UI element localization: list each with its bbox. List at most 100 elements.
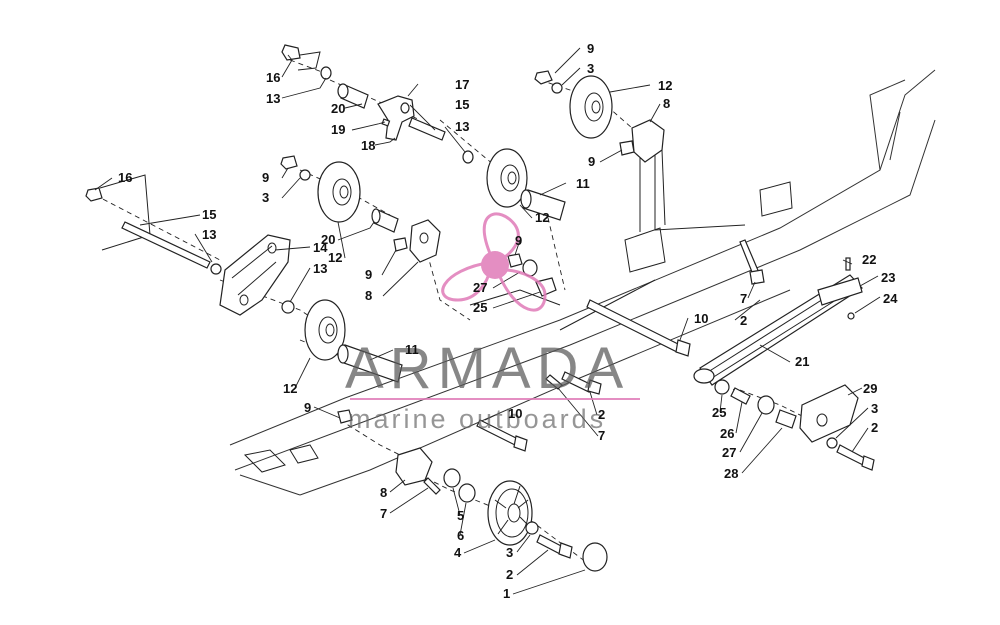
watermark-tagline: marine outboards — [348, 404, 606, 434]
long-bolt-10-upper — [586, 299, 691, 357]
spacer-28 — [775, 409, 797, 429]
callout-2: 2 — [871, 420, 878, 435]
nut-9-lower — [337, 409, 353, 424]
callout-8: 8 — [365, 288, 372, 303]
callout-3: 3 — [506, 545, 513, 560]
callout-19: 19 — [331, 122, 345, 137]
callout-5: 5 — [457, 508, 464, 523]
spacer-20-mid — [371, 208, 399, 233]
pin-19 — [381, 118, 391, 127]
suspension-rail-frame — [229, 69, 936, 496]
leader-lines — [94, 47, 881, 595]
callout-16: 16 — [266, 70, 280, 85]
callout-28: 28 — [724, 466, 738, 481]
center-upper-idler-wheel — [486, 148, 566, 221]
bolt-2-right — [836, 444, 875, 471]
callout-7: 7 — [380, 506, 387, 521]
wheel-12-lower — [304, 299, 346, 361]
armada-watermark: ARMADA marine outboards — [345, 212, 640, 434]
callout-2: 2 — [598, 407, 605, 422]
wheel-12-center — [486, 148, 528, 208]
bracket-8-lower — [395, 447, 433, 486]
callout-7: 7 — [598, 428, 605, 443]
plate-23 — [817, 277, 863, 306]
washer-3-right — [826, 437, 838, 449]
washer-3-midleft — [299, 169, 311, 181]
nut-9-bracket — [619, 140, 635, 156]
nut-24 — [847, 312, 855, 320]
callout-25: 25 — [473, 300, 487, 315]
propeller-logo-icon — [441, 212, 547, 312]
callout-23: 23 — [881, 270, 895, 285]
callout-9: 9 — [588, 154, 595, 169]
callout-9: 9 — [515, 233, 522, 248]
bearing-6 — [458, 483, 476, 503]
callout-24: 24 — [883, 291, 898, 306]
callout-15: 15 — [455, 97, 469, 112]
wheel-12-upper — [569, 75, 613, 139]
bushing-25-center — [535, 277, 557, 297]
bolt-7-upper — [739, 239, 765, 285]
upper-idler-shaft-assembly — [281, 44, 474, 164]
pivot-arm-14 — [219, 234, 291, 316]
callout-25: 25 — [712, 405, 726, 420]
pin-26 — [730, 387, 751, 405]
callout-6: 6 — [457, 528, 464, 543]
callout-10: 10 — [694, 311, 708, 326]
mid-left-idler-wheel — [280, 155, 441, 263]
callout-17: 17 — [455, 77, 469, 92]
long-bolt-10-lower — [476, 419, 528, 452]
callout-13: 13 — [455, 119, 469, 134]
spacer-11-lower — [337, 344, 403, 383]
pivot-shaft-15-top — [408, 117, 446, 141]
callout-29: 29 — [863, 381, 877, 396]
callout-27: 27 — [473, 280, 487, 295]
washer-13-arm — [281, 300, 295, 314]
callout-9: 9 — [587, 41, 594, 56]
callout-12: 12 — [535, 210, 549, 225]
callout-12: 12 — [658, 78, 672, 93]
callout-20: 20 — [321, 232, 335, 247]
nut-9-midleft — [280, 155, 298, 170]
callout-20: 20 — [331, 101, 345, 116]
center-hardware — [476, 239, 765, 452]
callout-9: 9 — [365, 267, 372, 282]
bolt-2-center — [561, 371, 602, 395]
bracket-8-mid — [409, 219, 441, 263]
wheel-12-midleft — [317, 161, 361, 223]
spacer-11-center — [520, 189, 566, 221]
callout-2: 2 — [506, 567, 513, 582]
bracket-8-upper — [631, 119, 665, 163]
callout-16: 16 — [118, 170, 132, 185]
callout-1: 1 — [503, 586, 510, 601]
callout-9: 9 — [262, 170, 269, 185]
callout-26: 26 — [720, 426, 734, 441]
shaft-15-left — [121, 221, 211, 269]
callout-8: 8 — [663, 96, 670, 111]
washer-13-top — [320, 66, 332, 80]
callout-18: 18 — [361, 138, 375, 153]
idler-arm-17 — [377, 95, 415, 141]
callout-2: 2 — [740, 313, 747, 328]
watermark-brand: ARMADA — [345, 336, 629, 401]
rear-wheel-4 — [487, 480, 533, 546]
callout-7: 7 — [740, 291, 747, 306]
callout-13: 13 — [313, 261, 327, 276]
screw-22 — [845, 257, 851, 271]
spacer-20-top — [337, 83, 369, 109]
cap-1 — [582, 542, 608, 572]
callout-labels: 16 13 20 19 18 17 15 13 9 3 12 8 9 11 12… — [118, 41, 898, 601]
washer-27-right — [757, 395, 775, 415]
bolt-2-lower — [536, 534, 573, 559]
callout-8: 8 — [380, 485, 387, 500]
callout-12: 12 — [328, 250, 342, 265]
callout-4: 4 — [454, 545, 462, 560]
callout-21: 21 — [795, 354, 809, 369]
nut-9-upper — [534, 70, 553, 85]
callout-13: 13 — [202, 227, 216, 242]
mount-bracket-29 — [799, 384, 859, 443]
snap-ring-5 — [443, 468, 461, 488]
bushing-25-right — [714, 379, 730, 395]
nut-9-center — [507, 253, 523, 268]
